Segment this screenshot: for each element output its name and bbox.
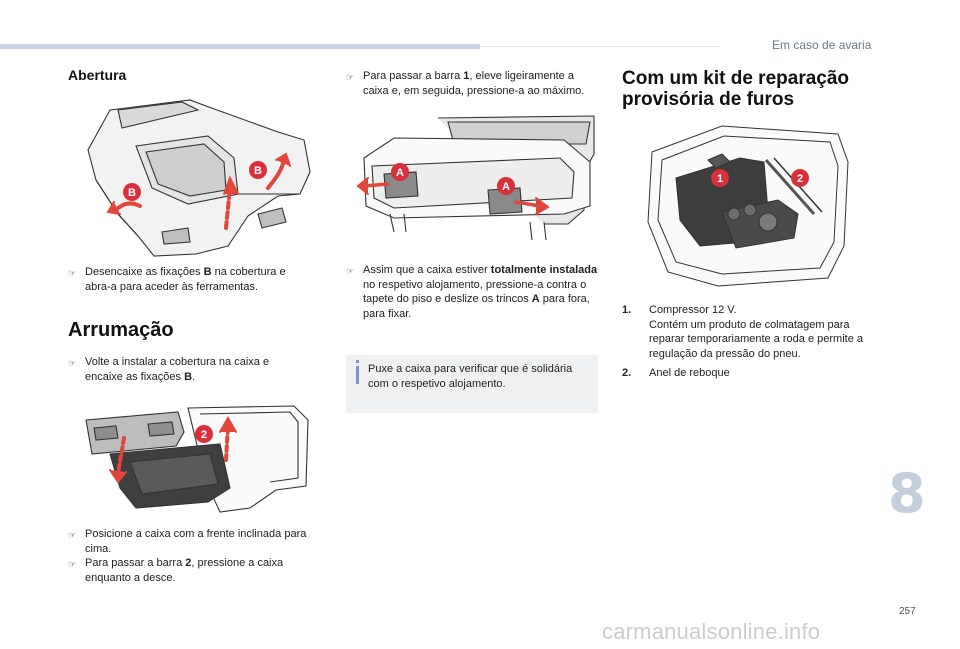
callout-a-right: A xyxy=(497,177,515,195)
installed-step: ☞ Assim que a caixa estiver totalmente i… xyxy=(346,264,598,320)
page-number: 257 xyxy=(899,606,916,617)
position-step-2: ☞ Para passar a barra 2, pressione a cai… xyxy=(68,557,284,584)
callout-b-left-label: B xyxy=(128,187,136,199)
opening-illustration: B B xyxy=(87,99,311,257)
callout-2-kit: 2 xyxy=(791,169,809,187)
watermark: carmanualsonline.info xyxy=(602,619,821,644)
callout-a-right-label: A xyxy=(502,181,510,193)
repair-kit-illustration: 1 2 xyxy=(647,125,849,287)
position-step-1: ☞ Posicione a caixa com a frente inclina… xyxy=(68,528,307,555)
storage-step: ☞ Volte a instalar a cobertura na caixa … xyxy=(68,356,270,383)
hand-pointer-icon: ☞ xyxy=(68,559,77,569)
callout-b-left: B xyxy=(123,183,141,201)
callout-2-storage-label: 2 xyxy=(201,429,207,441)
heading-opening: Abertura xyxy=(68,67,127,83)
kit-item-1-line-1: Compressor 12 V. xyxy=(649,304,737,316)
kit-item-1: 1. Compressor 12 V. Contém um produto de… xyxy=(622,303,868,361)
callout-2-storage: 2 xyxy=(195,425,213,443)
heading-storage: Arrumação xyxy=(68,319,174,341)
kit-item-2: 2. Anel de reboque xyxy=(622,366,868,381)
opening-step: ☞ Desencaixe as fixações B na cobertura … xyxy=(68,266,286,293)
heading-repair-kit: Com um kit de reparação provisória de fu… xyxy=(622,68,850,110)
hand-pointer-icon: ☞ xyxy=(68,530,77,540)
chapter-number: 8 xyxy=(888,462,926,525)
callout-a-left: A xyxy=(391,163,409,181)
hand-pointer-icon: ☞ xyxy=(68,268,77,278)
header-accent-line xyxy=(480,46,720,47)
info-icon-bar xyxy=(356,366,359,384)
kit-item-2-line-1: Anel de reboque xyxy=(649,367,730,379)
kit-item-1-line-2: Contém um produto de colmatagem para rep… xyxy=(649,318,863,360)
callout-b-right: B xyxy=(249,161,267,179)
storage-illustration: 2 xyxy=(85,405,309,513)
bar-step: ☞ Para passar a barra 1, eleve ligeirame… xyxy=(346,70,585,97)
kit-item-1-number: 1. xyxy=(622,304,632,316)
note-text: Puxe a caixa para verificar que é solidá… xyxy=(368,363,573,390)
callout-2-kit-label: 2 xyxy=(797,173,803,185)
callout-a-left-label: A xyxy=(396,167,404,179)
header-accent-bar xyxy=(0,44,480,49)
section-title: Em caso de avaria xyxy=(772,38,872,52)
info-icon xyxy=(356,360,359,363)
callout-1-kit: 1 xyxy=(711,169,729,187)
hand-pointer-icon: ☞ xyxy=(68,358,77,368)
latch-illustration: A A xyxy=(356,115,595,241)
callout-1-kit-label: 1 xyxy=(717,173,723,185)
hand-pointer-icon: ☞ xyxy=(346,266,355,276)
kit-item-2-number: 2. xyxy=(622,367,632,379)
callout-b-right-label: B xyxy=(254,165,262,177)
note-box: Puxe a caixa para verificar que é solidá… xyxy=(346,355,598,413)
hand-pointer-icon: ☞ xyxy=(346,72,355,82)
